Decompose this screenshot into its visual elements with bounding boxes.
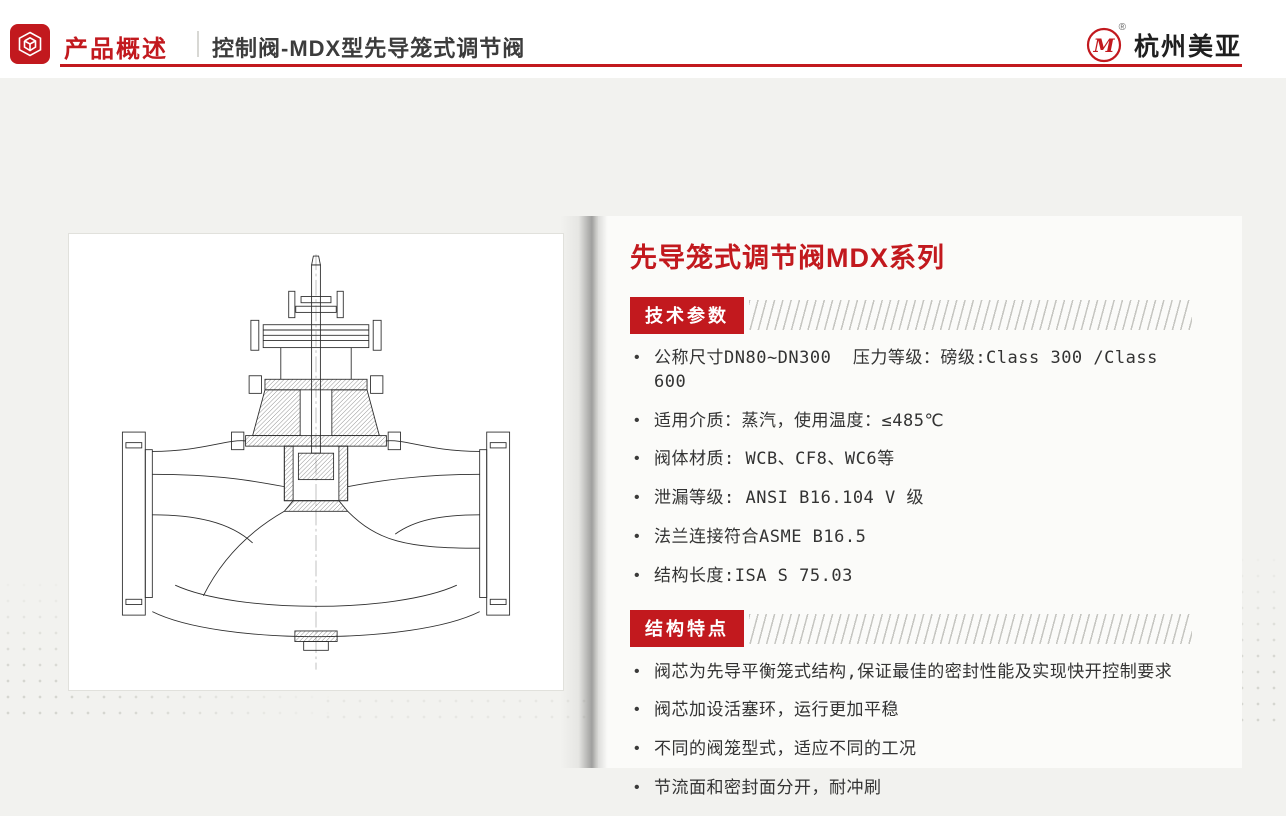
bullet-item: • 泄漏等级: ANSI B16.104 V 级 (630, 487, 1192, 511)
brand-logo: M ® 杭州美亚 (1083, 22, 1242, 66)
product-image-card (68, 233, 564, 691)
bullet-item: • 阀芯为先导平衡笼式结构,保证最佳的密封性能及实现快开控制要求 (630, 661, 1192, 685)
page-title: 控制阀-MDX型先导笼式调节阀 (212, 36, 526, 61)
bullet-dot-icon: • (634, 489, 640, 507)
bullet-text: 不同的阀笼型式，适应不同的工况 (654, 739, 917, 760)
bullet-dot-icon: • (634, 349, 640, 366)
bullet-text: 泄漏等级: ANSI B16.104 V 级 (654, 488, 924, 509)
bullet-item: • 阀芯加设活塞环，运行更加平稳 (630, 699, 1192, 723)
bullet-text: 节流面和密封面分开，耐冲刷 (654, 777, 882, 798)
main-area: 先导笼式调节阀MDX系列 技术参数 • 公称尺寸DN80~DN300 压力等级：磅… (0, 78, 1286, 798)
brand-monogram-icon: M (1086, 27, 1121, 63)
bullet-item: • 阀体材质: WCB、CF8、WC6等 (630, 448, 1192, 472)
bullet-item: • 结构长度:ISA S 75.03 (630, 565, 1192, 589)
section-heading-badge: 结构特点 (630, 610, 744, 648)
svg-text:M: M (1092, 35, 1115, 57)
page-fold-shadow (560, 216, 618, 768)
bullet-item: • 法兰连接符合ASME B16.5 (630, 526, 1192, 550)
bullet-dot-icon: • (634, 411, 640, 429)
bullet-text: 公称尺寸DN80~DN300 压力等级：磅级:Class 300 /Class … (654, 348, 1169, 392)
panel-title: 先导笼式调节阀MDX系列 (630, 243, 945, 273)
section-tech-params: 技术参数 • 公称尺寸DN80~DN300 压力等级：磅级:Class 300 /… (630, 296, 1192, 589)
structure-features-list: • 阀芯为先导平衡笼式结构,保证最佳的密封性能及实现快开控制要求 • 阀芯加设活塞环，… (630, 661, 1192, 801)
bullet-dot-icon: • (634, 662, 640, 680)
section-heading-row: 结构特点 (630, 610, 1192, 648)
bullet-dot-icon: • (634, 740, 640, 758)
section-heading-badge: 技术参数 (630, 296, 744, 334)
section-structure-features: 结构特点 • 阀芯为先导平衡笼式结构,保证最佳的密封性能及实现快开控制要求 • 阀芯加… (630, 610, 1192, 801)
bullet-item: • 节流面和密封面分开，耐冲刷 (630, 777, 1192, 801)
bullet-text: 阀芯加设活塞环，运行更加平稳 (654, 700, 899, 721)
bullet-item: • 公称尺寸DN80~DN300 压力等级：磅级:Class 300 /Class… (630, 347, 1192, 395)
bullet-dot-icon: • (634, 701, 640, 719)
section-label: 产品概述 (64, 36, 168, 63)
bullet-dot-icon: • (634, 566, 640, 584)
product-cube-icon (10, 24, 50, 64)
brand-name: 杭州美亚 (1133, 33, 1242, 61)
hatch-decoration (749, 300, 1192, 330)
bullet-dot-icon: • (634, 778, 640, 796)
header-accent-rule (60, 64, 1242, 67)
hexagon-cube-icon (18, 31, 42, 57)
bullet-dot-icon: • (634, 450, 640, 468)
tech-params-list: • 公称尺寸DN80~DN300 压力等级：磅级:Class 300 /Class… (630, 347, 1192, 589)
registered-mark: ® (1118, 22, 1126, 33)
bullet-text: 阀体材质: WCB、CF8、WC6等 (654, 449, 895, 470)
section-heading-row: 技术参数 (630, 296, 1192, 334)
hatch-decoration (749, 613, 1192, 644)
header-divider (197, 31, 199, 57)
bullet-text: 适用介质：蒸汽，使用温度：≤485℃ (654, 410, 945, 431)
header: 产品概述 控制阀-MDX型先导笼式调节阀 M ® 杭州美亚 (0, 0, 1286, 78)
bullet-dot-icon: • (634, 527, 640, 545)
bullet-text: 法兰连接符合ASME B16.5 (654, 526, 867, 547)
bullet-text: 结构长度:ISA S 75.03 (654, 565, 853, 586)
bullet-item: • 适用介质：蒸汽，使用温度：≤485℃ (630, 410, 1192, 434)
content-panel: 先导笼式调节阀MDX系列 技术参数 • 公称尺寸DN80~DN300 压力等级：磅… (630, 226, 1192, 816)
bullet-text: 阀芯为先导平衡笼式结构,保证最佳的密封性能及实现快开控制要求 (654, 661, 1173, 682)
valve-cross-section-drawing (121, 254, 511, 670)
bullet-item: • 不同的阀笼型式，适应不同的工况 (630, 738, 1192, 762)
